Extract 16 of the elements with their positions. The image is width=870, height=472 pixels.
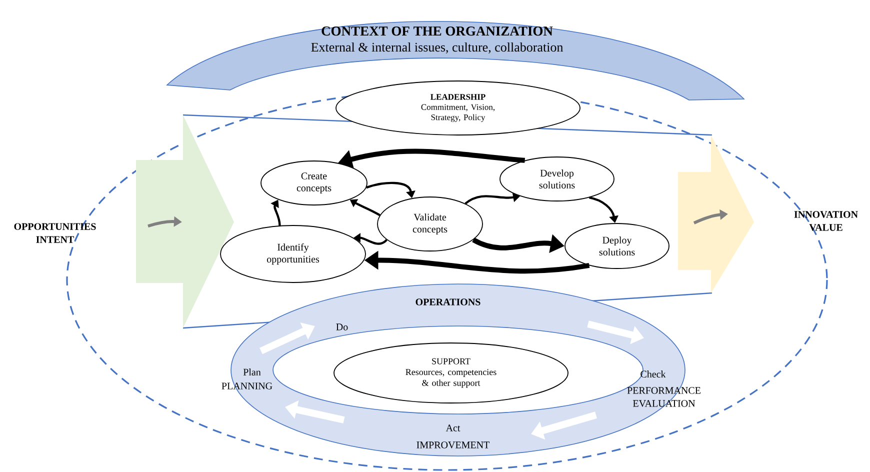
label: INNOVATION VALUE (794, 211, 858, 231)
ellipse-box: Identify opportunities (220, 225, 366, 283)
label: PLANNING (222, 382, 272, 390)
label: IMPROVEMENT (416, 442, 490, 448)
ellipse-box: Deploy solutions (564, 223, 670, 269)
ellipse-box: Create concepts (260, 160, 368, 206)
label: Plan (243, 368, 261, 376)
label: Do (336, 324, 348, 330)
context-text: CONTEXT OF THE ORGANIZATION External & internal issues, culture, collaboration (311, 26, 564, 54)
ellipse-box: SUPPORT Resources, competencies & other support (334, 342, 568, 404)
label: OPPORTUNITIES INTENT (14, 223, 96, 243)
label: Check (640, 370, 666, 378)
ellipse-box: Develop solutions (500, 156, 614, 202)
ellipse-box: LEADERSHIP Commitment, Vision, Strategy, Policy (336, 80, 580, 136)
label: Act (446, 424, 460, 432)
ellipse-box: Validate concepts (377, 196, 483, 252)
